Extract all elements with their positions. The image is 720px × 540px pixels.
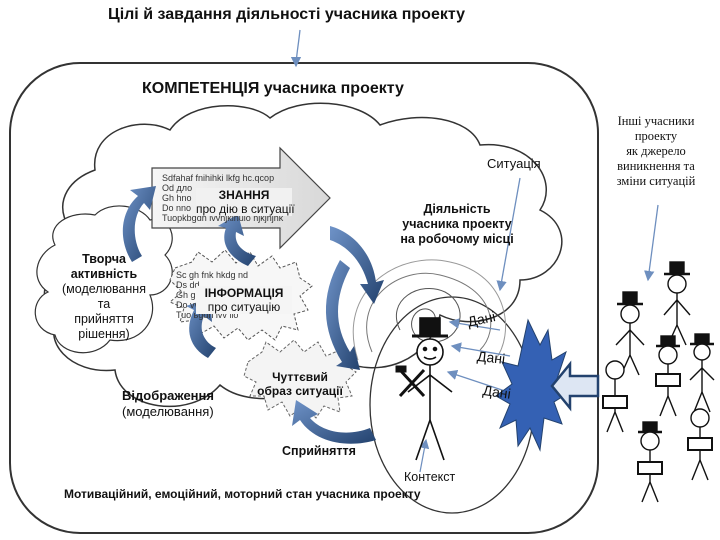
garble-line: Ds dd — [176, 280, 200, 290]
participant-figure — [663, 261, 691, 346]
other-participants-label: Інші учасники проекту як джерело виникне… — [596, 114, 716, 189]
bottom-state-label: Мотиваційний, емоційний, моторний стан у… — [64, 487, 421, 501]
garble-line: Gh hno — [162, 193, 192, 203]
participant-figure — [602, 360, 628, 433]
garble-line: Od дло — [162, 183, 193, 193]
change-burst — [495, 318, 571, 452]
arrow-info-to-knowledge — [218, 214, 256, 266]
data-label-2: Дані — [476, 348, 506, 367]
competence-title: КОМПЕТЕНЦІЯ учасника проекту — [142, 80, 404, 97]
context-label: Контекст — [404, 470, 456, 484]
activity-line: на робочому місці — [400, 232, 514, 246]
others-line: Інші учасники — [617, 114, 695, 128]
situation-label: Ситуація — [487, 156, 541, 171]
participant-figure — [689, 333, 715, 413]
arrow-knowledge-to-activity — [330, 226, 384, 304]
others-pointer — [644, 204, 659, 282]
others-line: проекту — [634, 129, 678, 143]
participant-figure — [637, 421, 663, 503]
creative-line: та — [97, 297, 111, 311]
others-line: виникнення та — [617, 159, 695, 173]
context-arc-1 — [366, 272, 492, 353]
data-arrow-2 — [450, 342, 511, 357]
participant-figure — [687, 408, 713, 481]
others-line: зміни ситуацій — [616, 174, 696, 188]
participant-figure — [655, 335, 681, 417]
information-subtitle: про ситуацію — [207, 300, 281, 314]
other-participants-group — [602, 261, 715, 503]
creative-line: рішення) — [78, 327, 130, 341]
knowledge-background-text: Sdfahaf fnihihki lkfg hc.qcop Od дло Gh … — [162, 173, 283, 223]
goals-title: Цілі й завдання діяльності учасника прое… — [108, 6, 465, 23]
arrow-perception-to-sensory — [292, 400, 376, 444]
project-participant-figure — [407, 317, 453, 461]
outer-frame — [9, 62, 599, 534]
sensory-label: Чуттєвий образ ситуації — [250, 370, 350, 398]
creative-line: активність — [70, 267, 138, 281]
garble-line: Tuo ьgdh ivv lio — [176, 310, 239, 320]
activity-label: Діяльність учасника проекту на робочому … — [392, 202, 522, 247]
creative-line: (моделювання — [62, 282, 146, 296]
knowledge-label: ЗНАННЯ про дію в ситуації — [196, 188, 295, 216]
competence-cloud — [43, 102, 563, 408]
knowledge-title: ЗНАННЯ — [218, 188, 270, 202]
information-label: ІНФОРМАЦІЯ про ситуацію — [196, 286, 292, 314]
context-spiral — [395, 287, 461, 343]
sensory-title: Чуттєвий — [272, 370, 328, 384]
reflection-subtitle: (моделювання) — [122, 404, 214, 419]
garble-line: Sc gh fnk hkdg nd — [176, 270, 249, 280]
creative-cloud — [34, 205, 173, 354]
context-pointer — [419, 438, 430, 473]
activity-line: учасника проекту — [402, 217, 512, 231]
garble-line: Do vvv — [176, 300, 204, 310]
data-arrow-1 — [448, 318, 501, 331]
reflection-label: Відображення (моделювання) — [122, 388, 214, 420]
reflection-title: Відображення — [122, 388, 214, 403]
data-arrow-3 — [446, 369, 509, 393]
others-line: як джерело — [626, 144, 686, 158]
goal-connector — [290, 29, 302, 68]
arrow-creative-to-knowledge — [122, 186, 156, 262]
garble-line: Sdfahaf fnihihki lkfg hc.qcop — [162, 173, 275, 183]
situation-pointer — [496, 177, 521, 292]
garble-line: Tuopkbgdh ivvhjkihuio hjkjhjhk — [162, 213, 284, 223]
knowledge-subtitle: про дію в ситуації — [196, 202, 295, 216]
arrow-activity-to-info — [325, 260, 360, 370]
perception-label: Сприйняття — [282, 444, 356, 458]
participant-figure — [615, 291, 645, 376]
garble-line: Do nno — [162, 203, 192, 213]
info-background-text: Sc gh fnk hkdg nd Ds dd Gh gkkj Do vvv T… — [176, 270, 248, 320]
context-arc-2 — [352, 259, 506, 361]
sensory-burst — [243, 339, 357, 419]
information-title: ІНФОРМАЦІЯ — [204, 286, 284, 300]
creative-line: прийняття — [74, 312, 134, 326]
sensory-subtitle: образ ситуації — [257, 384, 343, 398]
creative-line: Творча — [82, 252, 126, 266]
creative-activity-label: Творча активність (моделювання та прийня… — [48, 252, 160, 342]
activity-line: Діяльність — [423, 202, 491, 216]
tools-icon — [395, 365, 426, 398]
others-input-arrow — [550, 360, 600, 412]
garble-line: Gh gkkj — [176, 290, 207, 300]
